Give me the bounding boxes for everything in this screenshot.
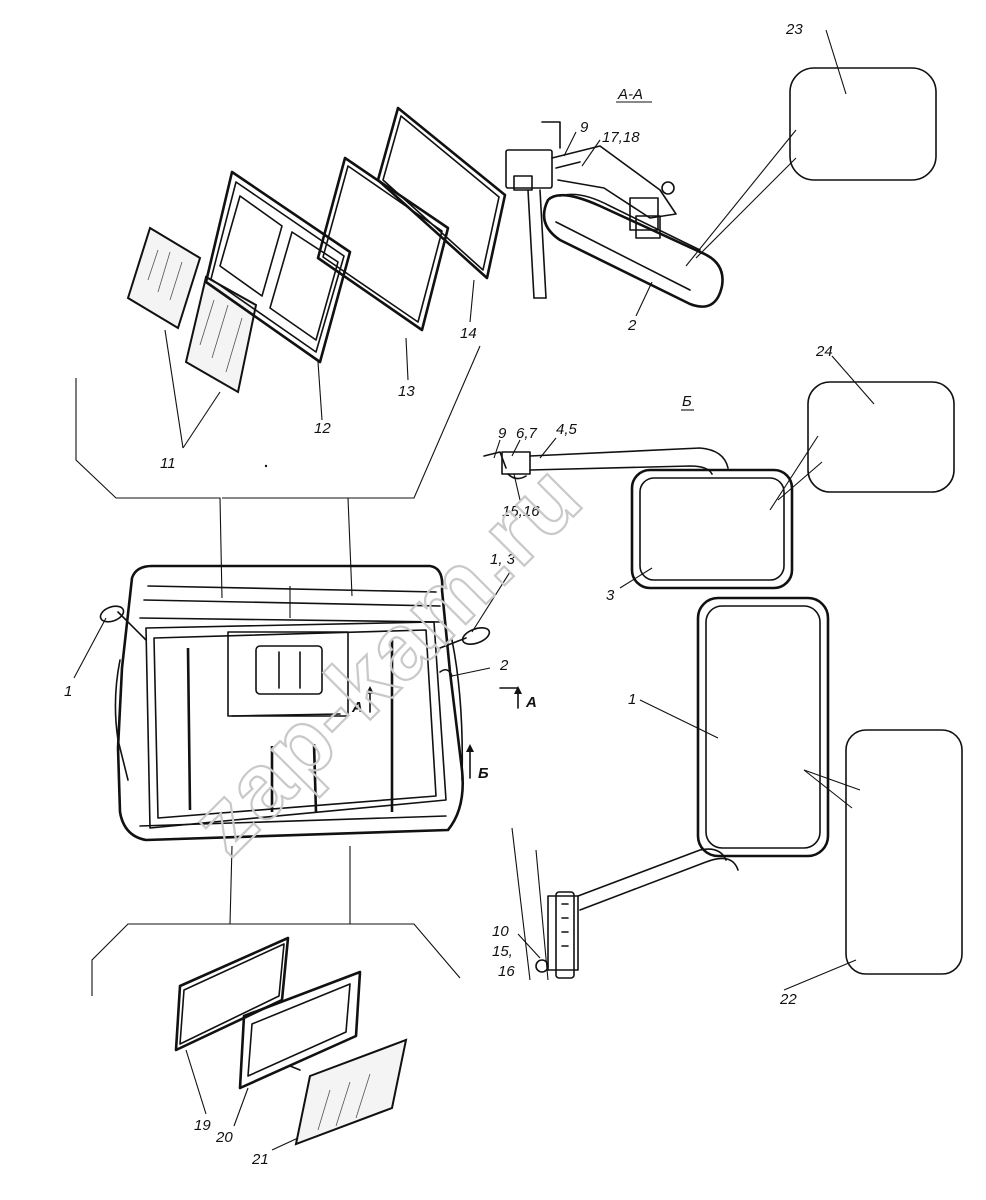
windshield-glass-group: 11 12 13 14 [126,106,507,472]
label-22: 22 [779,991,797,1008]
label-2-cab: 2 [499,657,509,674]
section-b-cab: Б [478,765,489,782]
section-b-title: Б [682,393,692,410]
main-mirror-assembly: 1 10 15, 16 [492,596,861,981]
label-15-16-b: 15,16 [502,503,540,520]
callout-bracket-top [75,378,223,599]
part-21-glass [294,1038,408,1146]
label-11: 11 [160,455,176,472]
label-1-3: 1, 3 [490,551,516,568]
part-20-seal-frame [238,970,362,1090]
section-a-right: А [525,694,537,711]
section-b-detail: Б 9 6,7 4,5 15,16 3 [483,393,823,604]
label-20: 20 [215,1129,233,1146]
label-9-aa: 9 [580,119,589,136]
label-1-mirror: 1 [628,691,636,708]
part-12-seal-frame [204,170,352,364]
label-16: 16 [498,963,515,980]
label-3: 3 [606,587,615,604]
section-aa-title: А-А [617,86,643,103]
section-arrow-b: Б [466,744,489,782]
label-2-aa: 2 [627,317,637,334]
part-14-outer-gasket [376,106,507,280]
label-6-7: 6,7 [516,425,538,442]
label-21: 21 [251,1151,269,1168]
part-19-gasket [174,936,290,1052]
section-arrow-a: А А [351,686,537,716]
section-a-cab: А [351,699,363,716]
cab-front-view [99,564,491,842]
watermark: zap-kam.ru [172,444,602,874]
label-9-b: 9 [498,425,507,442]
label-4-5: 4,5 [556,421,578,438]
label-12: 12 [314,420,331,437]
label-17-18: 17,18 [602,129,640,146]
part-23-mirror-glass: 23 [785,21,937,181]
part-24-mirror-glass: 24 [807,343,955,493]
part-11-glass-panes [126,226,258,394]
rear-window-group: 19 20 21 [174,936,408,1168]
label-24: 24 [815,343,833,360]
label-19: 19 [194,1117,211,1134]
label-15: 15, [492,943,513,960]
part-22-mirror-glass: 22 [779,729,963,1008]
callout-bracket-bottom [91,845,233,996]
label-10: 10 [492,923,509,940]
label-1-left: 1 [64,683,72,700]
label-13: 13 [398,383,415,400]
section-aa-detail: А-А 9 17,18 2 [505,86,797,334]
label-14: 14 [460,325,477,342]
label-23: 23 [785,21,803,38]
